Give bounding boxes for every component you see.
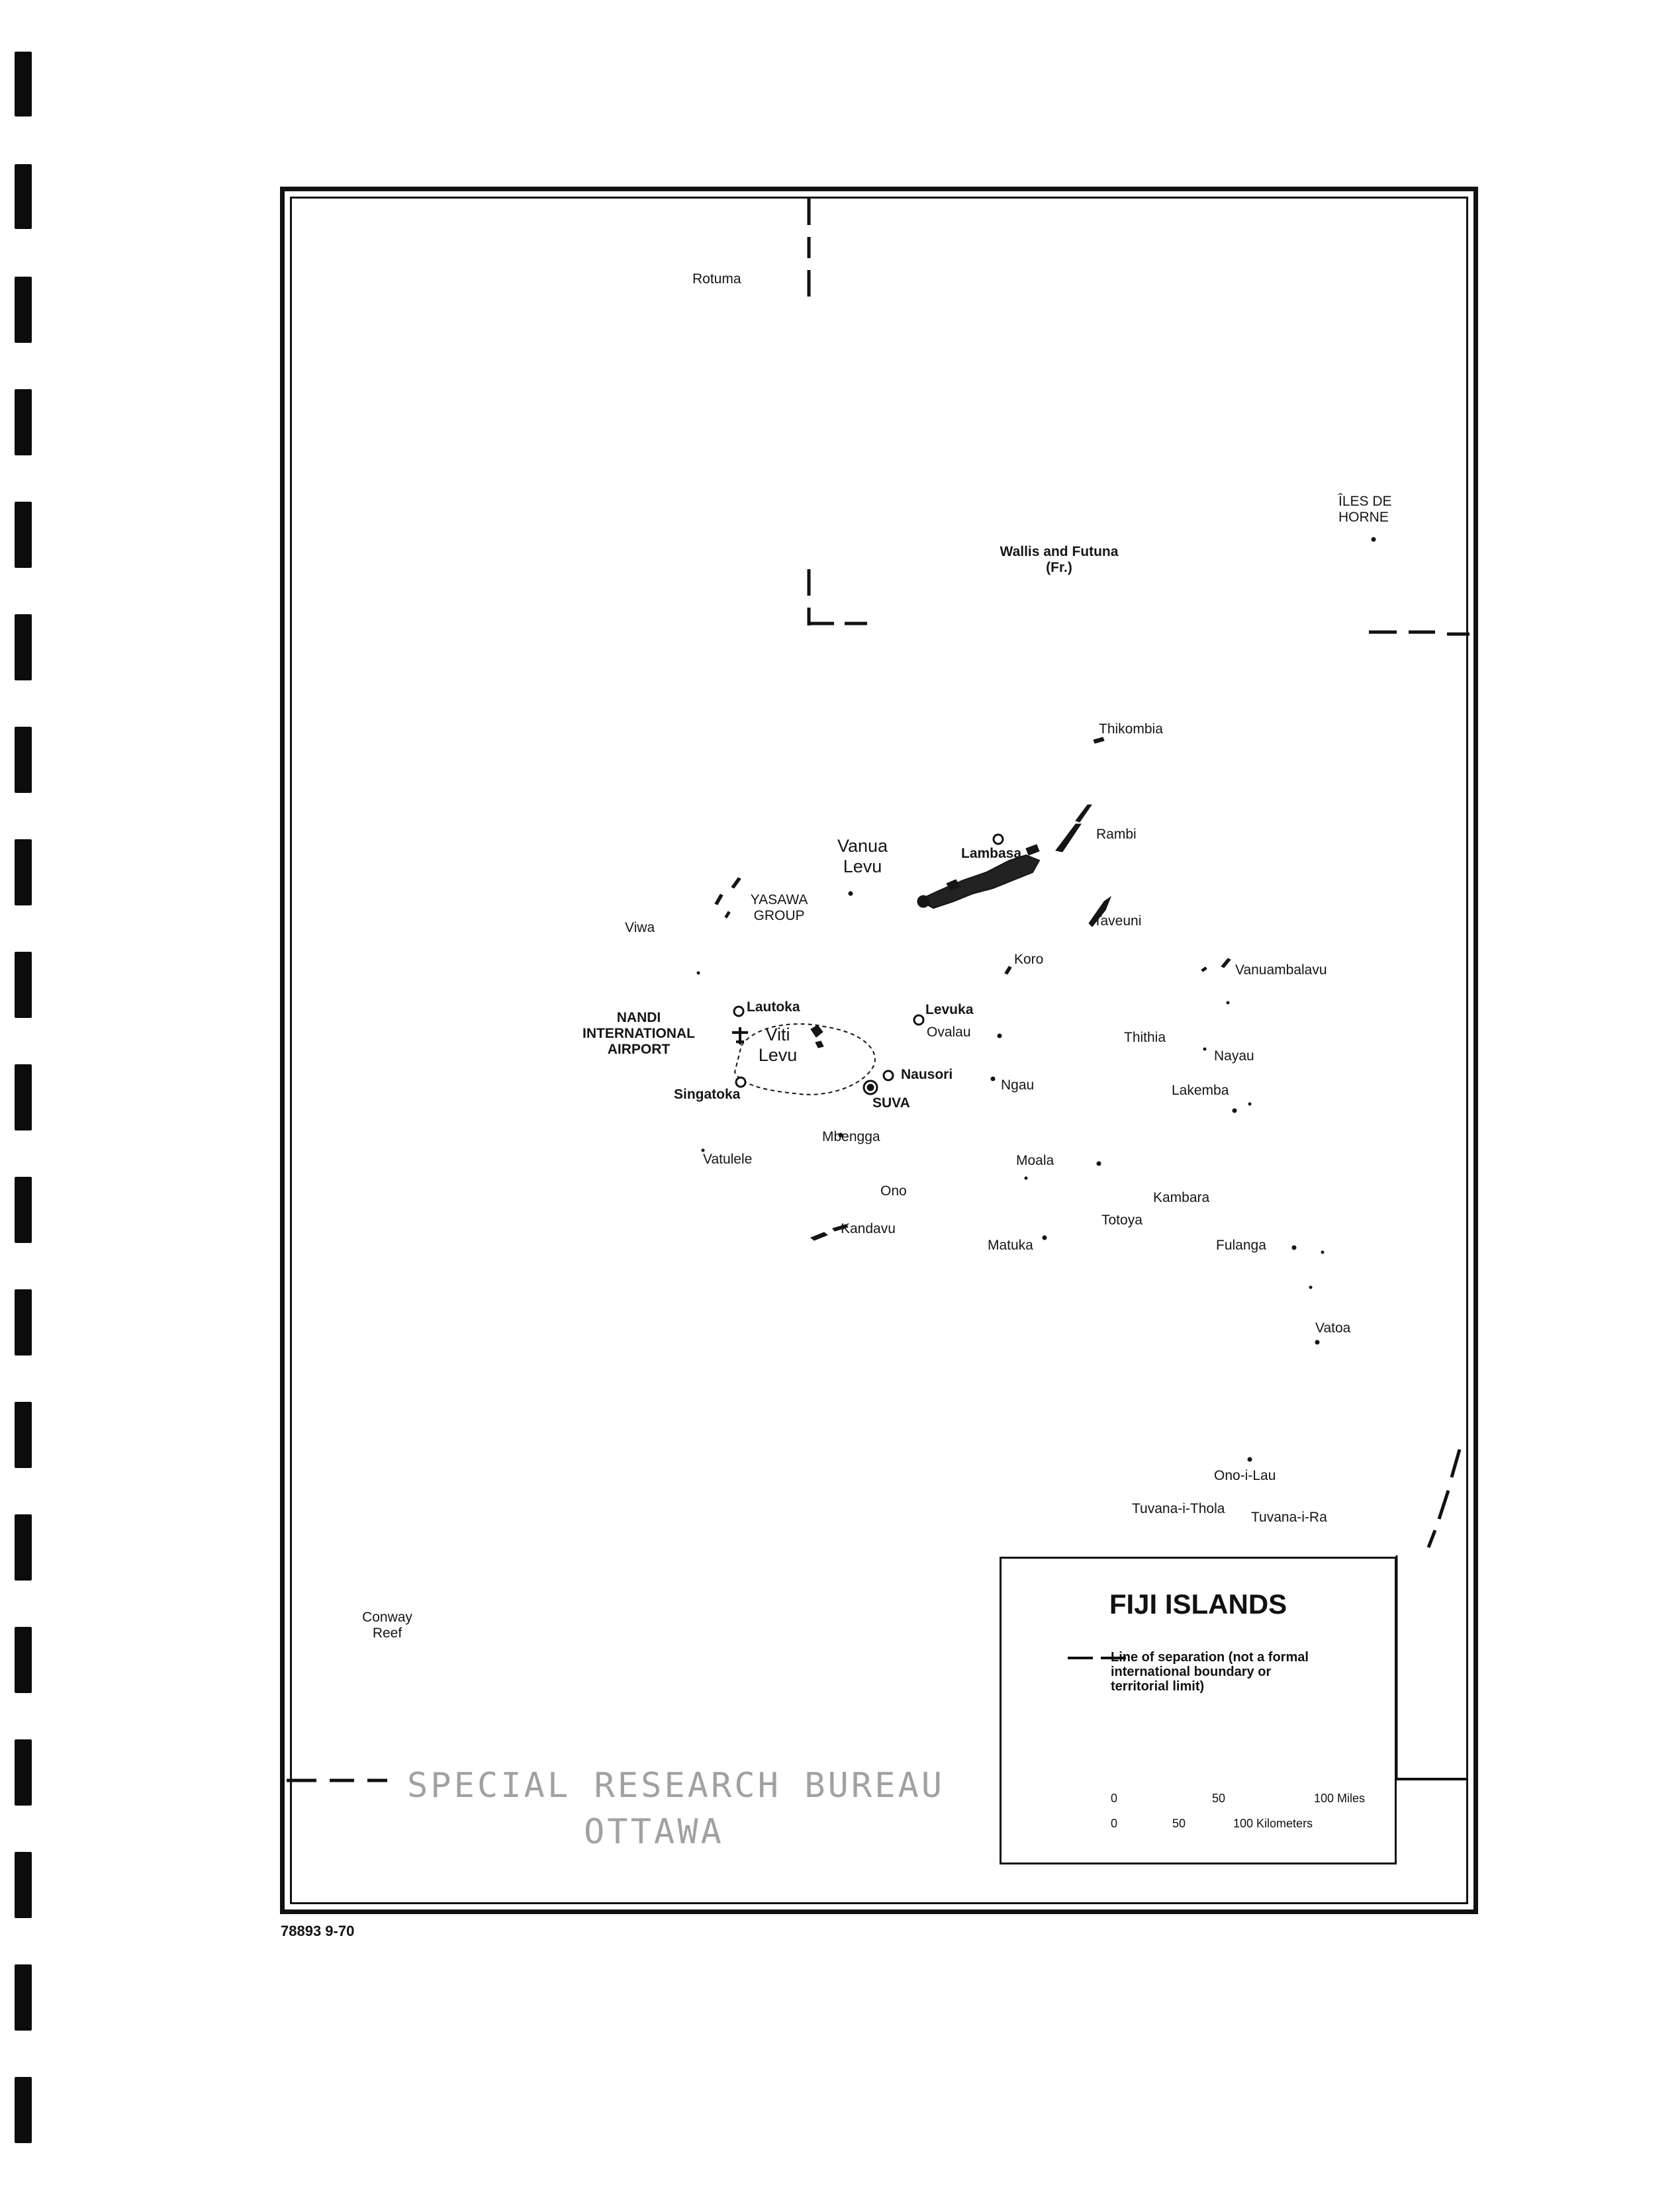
map-title: FIJI ISLANDS <box>1109 1588 1287 1620</box>
binder-hole <box>15 389 32 455</box>
label-levuka: Levuka <box>925 1002 974 1017</box>
label-ngau: Ngau <box>1001 1078 1035 1093</box>
label-lautoka: Lautoka <box>747 999 800 1015</box>
town-symbols <box>733 833 1004 1095</box>
map-frame-outer <box>280 187 1478 1914</box>
label-thithia: Thithia <box>1124 1030 1166 1045</box>
binder-hole <box>15 1177 32 1243</box>
label-rotuma: Rotuma <box>692 271 741 287</box>
archive-stamp-line2: OTTAWA <box>584 1812 724 1852</box>
archive-stamp-line1: SPECIAL RESEARCH BUREAU <box>407 1766 945 1806</box>
label-rambi: Rambi <box>1096 827 1137 842</box>
scale-miles-0: 0 <box>1111 1792 1118 1805</box>
label-suva: SUVA <box>872 1095 910 1111</box>
label-viti-levu: Viti Levu <box>758 1025 798 1066</box>
label-fulanga: Fulanga <box>1216 1238 1266 1253</box>
islands <box>696 537 1376 1462</box>
label-ono-i-lau: Ono-i-Lau <box>1214 1468 1276 1483</box>
label-thikombia: Thikombia <box>1099 721 1163 737</box>
label-mbengga: Mbengga <box>822 1129 880 1144</box>
scale-miles-100: 100 Miles <box>1314 1792 1366 1805</box>
separation-lines <box>287 199 1470 1782</box>
label-moala: Moala <box>1016 1153 1054 1168</box>
map-code: 78893 9-70 <box>281 1923 355 1939</box>
label-koro: Koro <box>1014 952 1044 967</box>
label-yasawa-group: YASAWA GROUP <box>750 892 808 924</box>
label-ovalau: Ovalau <box>927 1025 971 1040</box>
map-frame-inner <box>290 197 1468 1904</box>
binder-hole <box>15 952 32 1018</box>
label-ono: Ono <box>880 1183 907 1199</box>
binder-hole <box>15 1964 32 2031</box>
binder-hole <box>15 1064 32 1130</box>
binder-hole <box>15 277 32 343</box>
label-wallis-futuna: Wallis and Futuna (Fr.) <box>1000 544 1119 576</box>
label-nausori: Nausori <box>901 1067 953 1082</box>
label-conway-reef: Conway Reef <box>362 1610 412 1641</box>
scale-km-50: 50 <box>1172 1817 1186 1830</box>
label-lakemba: Lakemba <box>1172 1083 1229 1098</box>
binder-hole <box>15 1402 32 1468</box>
airport-icon <box>732 1027 748 1044</box>
binder-hole <box>15 1289 32 1356</box>
separation-line-symbol <box>1068 1657 1127 1659</box>
binder-hole <box>15 1514 32 1581</box>
label-vanua-levu: Vanua Levu <box>837 836 888 877</box>
scale-km-0: 0 <box>1111 1817 1118 1830</box>
label-kambara: Kambara <box>1153 1190 1210 1205</box>
legend-line-label: Line of separation (not a formal interna… <box>1111 1650 1309 1694</box>
label-iles-de-horne: ÎLES DE HORNE <box>1338 494 1392 526</box>
label-taveuni: Taveuni <box>1094 913 1142 929</box>
label-tuvana-i-ra: Tuvana-i-Ra <box>1251 1510 1327 1525</box>
binder-hole <box>15 164 32 229</box>
label-kandavu: Kandavu <box>841 1221 896 1236</box>
label-matuka: Matuka <box>988 1238 1033 1253</box>
binder-hole <box>15 1852 32 1918</box>
label-nayau: Nayau <box>1214 1048 1254 1064</box>
binder-hole <box>15 1739 32 1806</box>
binder-hole <box>15 2077 32 2143</box>
label-vanuambalavu: Vanuambalavu <box>1235 962 1327 978</box>
legend-box: FIJI ISLANDS Line of separation (not a f… <box>1000 1557 1397 1864</box>
label-tuvana-i-thola: Tuvana-i-Thola <box>1132 1501 1225 1516</box>
label-lambasa: Lambasa <box>961 846 1022 861</box>
label-totoya: Totoya <box>1101 1213 1143 1228</box>
binder-hole <box>15 502 32 568</box>
binder-hole <box>15 614 32 680</box>
label-vatulele: Vatulele <box>703 1152 753 1167</box>
label-vatoa: Vatoa <box>1315 1320 1351 1336</box>
binder-hole <box>15 1627 32 1693</box>
label-viwa: Viwa <box>625 920 655 935</box>
scale-km-100: 100 Kilometers <box>1233 1817 1313 1830</box>
binder-hole <box>15 839 32 905</box>
label-nandi-airport: NANDI INTERNATIONAL AIRPORT <box>583 1010 695 1058</box>
label-singatoka: Singatoka <box>674 1087 741 1102</box>
binder-hole <box>15 52 32 116</box>
scale-miles-50: 50 <box>1212 1792 1226 1805</box>
binder-hole <box>15 727 32 793</box>
